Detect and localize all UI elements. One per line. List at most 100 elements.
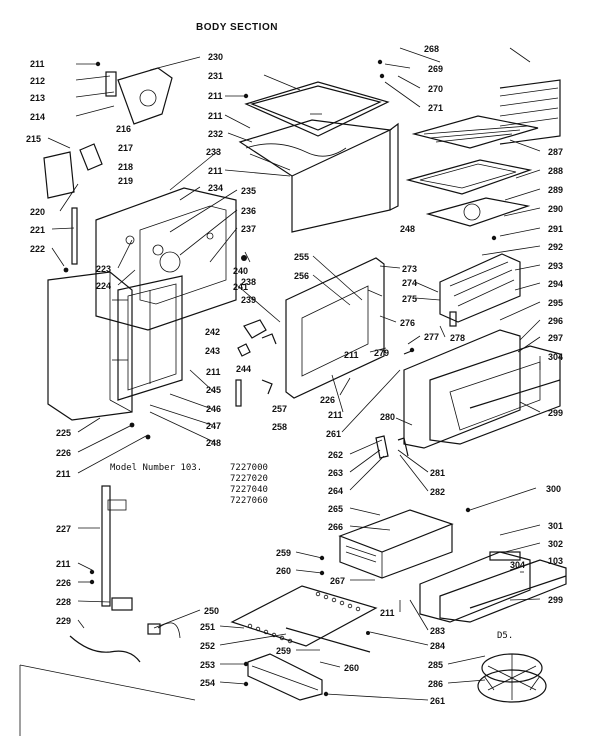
part-callout: 220 (30, 207, 46, 217)
part-callout: 287 (548, 147, 564, 157)
model-number: 7227040 (230, 485, 268, 495)
part-callout: 282 (430, 487, 446, 497)
part-callout: 260 (276, 566, 292, 576)
part-callout: 284 (430, 641, 446, 651)
part-callout: 211 (344, 350, 359, 360)
part-callout: 289 (548, 185, 564, 195)
part-callout: 239 (241, 295, 257, 305)
part-callout: 278 (450, 333, 466, 343)
part-callout: 226 (56, 578, 72, 588)
part-callout: 216 (116, 124, 132, 134)
part-callout: 254 (200, 678, 216, 688)
part-callout: 299 (548, 595, 564, 605)
oven-liner (117, 275, 183, 401)
part-callout: 255 (294, 252, 310, 262)
part-callout: 292 (548, 242, 564, 252)
part-callout: 271 (428, 103, 444, 113)
part-callout: 242 (205, 327, 221, 337)
part-callout: 302 (548, 539, 564, 549)
part-callout: 297 (548, 333, 564, 343)
part-callout: 211 (206, 367, 221, 377)
part-callout: 250 (204, 606, 220, 616)
part-callout: 253 (200, 660, 216, 670)
part-callout: 244 (236, 364, 252, 374)
part-callout: 217 (118, 143, 134, 153)
fastener-dots (63, 59, 497, 697)
part-callout: 211 (328, 410, 343, 420)
part-callout: 218 (118, 162, 134, 172)
drawer-front (419, 551, 567, 623)
door-glass-assembly (439, 253, 521, 323)
part-callout: 259 (276, 646, 292, 656)
part-callout: 211 (56, 559, 71, 569)
part-callout: 300 (546, 484, 562, 494)
part-callout: 211 (56, 469, 71, 479)
part-callout: 288 (548, 166, 564, 176)
part-callout: 211 (208, 166, 223, 176)
part-callout: 247 (206, 421, 222, 431)
part-callout: 273 (402, 264, 418, 274)
part-callout: 304 (548, 352, 564, 362)
part-callout: 283 (430, 626, 446, 636)
part-callout: 276 (400, 318, 416, 328)
hinge-parts (235, 311, 457, 459)
oven-racks (405, 79, 561, 227)
part-callout: 294 (548, 279, 564, 289)
part-callout: 232 (208, 129, 224, 139)
part-callout: 224 (96, 281, 112, 291)
part-callout: 226 (56, 448, 72, 458)
kick-panel (247, 653, 323, 701)
part-callout: 293 (548, 261, 564, 271)
part-callout: 290 (548, 204, 564, 214)
part-callout: 256 (294, 271, 310, 281)
body-top-shell (238, 119, 399, 233)
part-callout: 275 (402, 294, 418, 304)
left-side-panel (47, 271, 133, 421)
part-callout: 279 (374, 348, 390, 358)
part-callout: 252 (200, 641, 216, 651)
part-callout: 211 (208, 111, 223, 121)
part-callout: 215 (26, 134, 42, 144)
part-callout: 299 (548, 408, 564, 418)
oven-door-frame (285, 257, 385, 399)
part-callout: 214 (30, 112, 46, 122)
part-callout: 265 (328, 504, 344, 514)
part-callout: 261 (326, 429, 342, 439)
model-label: Model Number 103. (110, 463, 203, 473)
part-callout: 296 (548, 316, 564, 326)
part-callout: 237 (241, 224, 257, 234)
part-callout: 222 (30, 244, 46, 254)
part-callout: 240 (233, 266, 249, 276)
part-callout: 261 (430, 696, 446, 706)
part-callout: 248 (206, 438, 222, 448)
frame-divider (19, 664, 196, 701)
cord-and-strip (69, 485, 181, 663)
model-number: 7227000 (230, 463, 268, 473)
part-callout: 211 (380, 608, 395, 618)
part-callout: 251 (200, 622, 216, 632)
part-callout: 277 (424, 332, 440, 342)
model-number: 7227020 (230, 474, 268, 484)
part-callout: 219 (118, 176, 134, 186)
bottom-panel (230, 585, 378, 653)
part-callout: 243 (205, 346, 221, 356)
part-callout: 228 (56, 597, 72, 607)
top-panel (244, 81, 390, 137)
corner-mark: D5. (497, 631, 514, 641)
part-callout: 268 (424, 44, 440, 54)
part-callout: 267 (330, 576, 346, 586)
part-callout: 280 (380, 412, 396, 422)
part-callout: 274 (402, 278, 418, 288)
part-callout: 301 (548, 521, 564, 531)
part-callout: 103 (548, 556, 564, 566)
part-callout: 236 (241, 206, 257, 216)
part-callout: 241 (233, 282, 249, 292)
part-callout: 221 (30, 225, 46, 235)
part-callout: 291 (548, 224, 564, 234)
part-callout: 264 (328, 486, 344, 496)
part-callout: 212 (30, 76, 46, 86)
part-callout: 260 (344, 663, 360, 673)
part-callout: 246 (206, 404, 222, 414)
part-callout: 295 (548, 298, 564, 308)
